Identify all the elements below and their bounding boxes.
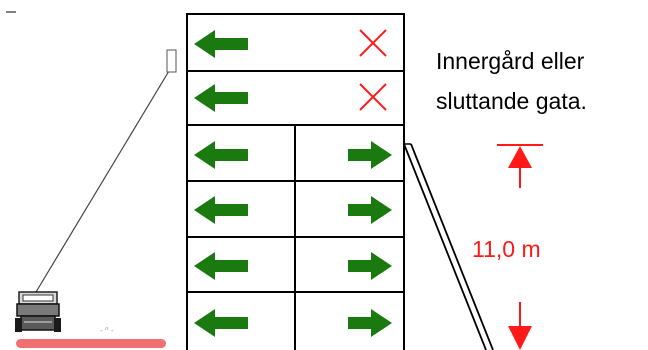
arrow-down-icon [508,326,532,350]
arrow-up-icon [508,146,532,168]
arrow-left-icon [194,252,248,280]
arrow-right-icon [348,196,392,224]
arrow-left-icon [194,30,248,58]
ladder-boom [32,65,173,298]
fire-truck-icon [15,291,61,332]
arrow-right-icon [348,252,392,280]
arrow-right-icon [348,141,392,169]
ground-mark: - ^ - [100,326,114,335]
portable-ladder [403,143,494,350]
floor-3 [194,141,392,169]
building-outline [186,13,405,350]
ground-bar [16,339,166,348]
floor-6 [194,309,392,337]
arrow-left-icon [194,141,248,169]
floor-2 [194,83,387,112]
note-line-2: sluttande gata. [436,88,587,114]
floor-5 [194,252,392,280]
arrow-left-icon [194,196,248,224]
cross-icon [359,83,387,111]
arrow-left-icon [194,84,248,112]
cross-icon [359,29,387,57]
floor-4 [194,196,392,224]
aerial-ladder [32,49,177,298]
arrow-right-icon [348,309,392,337]
building [186,13,405,350]
height-dimension [497,144,543,350]
note-line-1: Innergård eller [436,48,585,74]
dimension-label: 11,0 m [472,236,541,262]
ladder-basket [166,49,177,73]
floor-1 [194,29,387,58]
arrow-left-icon [194,309,248,337]
